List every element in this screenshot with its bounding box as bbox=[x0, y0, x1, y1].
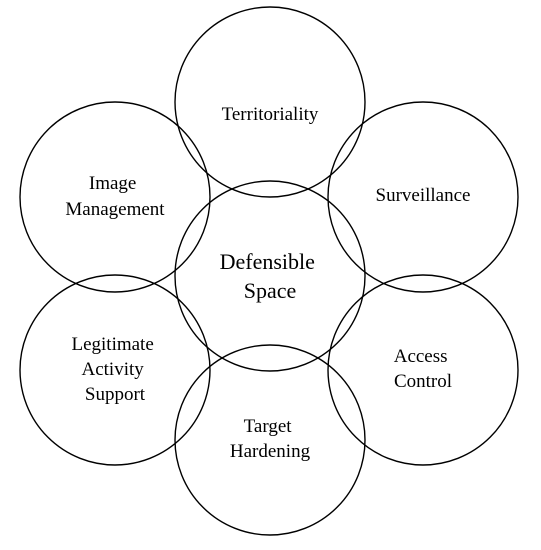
circle-access-control bbox=[327, 274, 519, 466]
label-line: Target bbox=[244, 416, 293, 437]
circle-target-hardening bbox=[174, 344, 366, 536]
circle-surveillance bbox=[327, 101, 519, 293]
label-line: Defensible bbox=[220, 249, 315, 274]
label-line: Hardening bbox=[230, 441, 311, 462]
label-line: Surveillance bbox=[376, 185, 471, 206]
label-line: Support bbox=[85, 384, 146, 405]
label-line: Territoriality bbox=[222, 104, 319, 125]
circle-image-management bbox=[19, 101, 211, 293]
label-image-management: Image Management bbox=[65, 173, 165, 220]
circle-defensible-space bbox=[174, 180, 366, 372]
label-access-control: Access Control bbox=[394, 346, 453, 392]
label-line: Access bbox=[394, 346, 448, 367]
label-line: Control bbox=[394, 371, 452, 392]
label-surveillance: Surveillance bbox=[376, 185, 471, 206]
label-line: Activity bbox=[81, 359, 144, 380]
label-target-hardening: Target Hardening bbox=[230, 416, 311, 462]
label-legitimate-activity-support: Legitimate Activity Support bbox=[71, 334, 158, 405]
circle-legitimate-activity-support bbox=[19, 274, 211, 466]
label-defensible-space: Defensible Space bbox=[220, 249, 321, 303]
label-line: Image bbox=[89, 173, 136, 194]
circle-territoriality bbox=[174, 6, 366, 198]
label-territoriality: Territoriality bbox=[222, 104, 319, 125]
label-line: Legitimate bbox=[71, 334, 153, 355]
label-line: Space bbox=[244, 278, 297, 303]
label-line: Management bbox=[65, 199, 165, 220]
